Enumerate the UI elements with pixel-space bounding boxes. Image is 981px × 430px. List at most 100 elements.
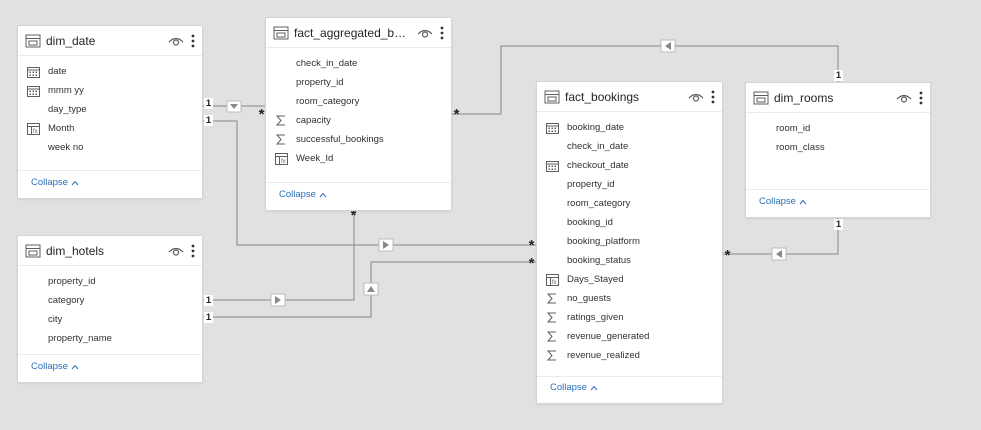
field-successful-bookings[interactable]: successful_bookings [266,130,451,149]
field-property-id[interactable]: property_id [18,272,202,291]
field-label: room_id [776,123,811,134]
field-date[interactable]: date [18,62,202,81]
field-category[interactable]: category [18,291,202,310]
cardinality-one-label: 1 [204,312,213,323]
more-options-icon[interactable] [710,90,716,104]
chevron-up-icon [319,192,327,197]
eye-icon[interactable] [417,27,433,39]
table-header[interactable]: dim_hotels [18,236,202,266]
field-property-id[interactable]: property_id [266,73,451,92]
relationship-line-bookings-rooms [722,218,839,255]
field-room-category[interactable]: room_category [266,92,451,111]
field-checkout-date[interactable]: checkout_date [537,156,722,175]
field-ratings-given[interactable]: ratings_given [537,308,722,327]
field-room-class[interactable]: room_class [746,138,930,157]
table-card-fact-bookings[interactable]: fact_bookings booking_date check_in_date… [537,82,722,403]
field-room-category[interactable]: room_category [537,194,722,213]
filter-direction-right-icon [275,296,281,304]
table-card-dim-hotels[interactable]: dim_hotels property_id category city pro… [18,236,202,382]
table-header[interactable]: dim_date [18,26,202,56]
cardinality-many-label: * [258,106,265,123]
cardinality-many-label: * [724,247,731,264]
field-list: booking_date check_in_date checkout_date… [537,112,722,365]
svg-text:fx: fx [281,159,286,165]
eye-icon[interactable] [896,92,912,104]
cardinality-one-label: 1 [834,219,843,230]
more-options-icon[interactable] [190,34,196,48]
collapse-link[interactable]: Collapse [550,382,598,393]
collapse-link[interactable]: Collapse [31,177,79,188]
eye-icon[interactable] [688,91,704,103]
field-revenue-realized[interactable]: revenue_realized [537,346,722,365]
table-card-fact-aggregated-bookings[interactable]: fact_aggregated_boo... check_in_date pro… [266,18,451,210]
field-property-name[interactable]: property_name [18,329,202,348]
cardinality-one-label: 1 [204,115,213,126]
field-day-type[interactable]: day_type [18,100,202,119]
field-label: mmm yy [48,85,84,96]
field-week-no[interactable]: week no [18,138,202,157]
field-label: room_class [776,142,825,153]
field-city[interactable]: city [18,310,202,329]
sigma-icon [545,331,559,343]
filter-direction-left-icon [776,250,782,258]
sigma-icon [545,312,559,324]
calendar-icon [26,66,40,78]
field-mmm-yy[interactable]: mmm yy [18,81,202,100]
more-options-icon[interactable] [439,26,445,40]
table-icon [273,26,289,39]
eye-icon[interactable] [168,245,184,257]
calendar-icon [545,122,559,134]
collapse-link[interactable]: Collapse [279,189,327,200]
field-label: successful_bookings [296,134,384,145]
table-header[interactable]: fact_aggregated_boo... [266,18,451,48]
calendar-icon [26,85,40,97]
field-check-in-date[interactable]: check_in_date [266,54,451,73]
chevron-up-icon [71,180,79,185]
table-card-dim-rooms[interactable]: dim_rooms room_id room_class Collapse [746,83,930,217]
table-title: dim_rooms [774,90,834,105]
field-label: capacity [296,115,331,126]
sigma-icon [545,293,559,305]
cardinality-one-label: 1 [834,70,843,81]
field-room-id[interactable]: room_id [746,119,930,138]
table-title: dim_date [46,33,96,48]
field-no-guests[interactable]: no_guests [537,289,722,308]
table-header[interactable]: fact_bookings [537,82,722,112]
calculated-column-icon: fx [26,122,40,135]
field-booking-platform[interactable]: booking_platform [537,232,722,251]
table-title: fact_aggregated_boo... [294,25,411,40]
field-revenue-generated[interactable]: revenue_generated [537,327,722,346]
field-label: check_in_date [567,141,629,152]
sigma-icon [545,350,559,362]
eye-icon[interactable] [168,35,184,47]
field-label: property_id [567,179,615,190]
field-label: check_in_date [296,58,358,69]
field-booking-id[interactable]: booking_id [537,213,722,232]
collapse-link[interactable]: Collapse [759,196,807,207]
more-options-icon[interactable] [918,91,924,105]
table-title: dim_hotels [46,243,105,258]
more-options-icon[interactable] [190,244,196,258]
table-icon [753,91,769,104]
table-header[interactable]: dim_rooms [746,83,930,113]
field-label: checkout_date [567,160,629,171]
field-label: booking_platform [567,236,640,247]
field-property-id[interactable]: property_id [537,175,722,194]
field-list: property_id category city property_name [18,266,202,348]
field-capacity[interactable]: capacity [266,111,451,130]
field-label: revenue_generated [567,331,650,342]
field-booking-status[interactable]: booking_status [537,251,722,270]
svg-text:fx: fx [33,129,38,135]
collapse-link[interactable]: Collapse [31,361,79,372]
field-list: room_id room_class [746,113,930,157]
field-booking-date[interactable]: booking_date [537,118,722,137]
field-label: property_name [48,333,112,344]
table-icon [25,244,41,257]
field-label: room_category [296,96,360,107]
field-check-in-date[interactable]: check_in_date [537,137,722,156]
